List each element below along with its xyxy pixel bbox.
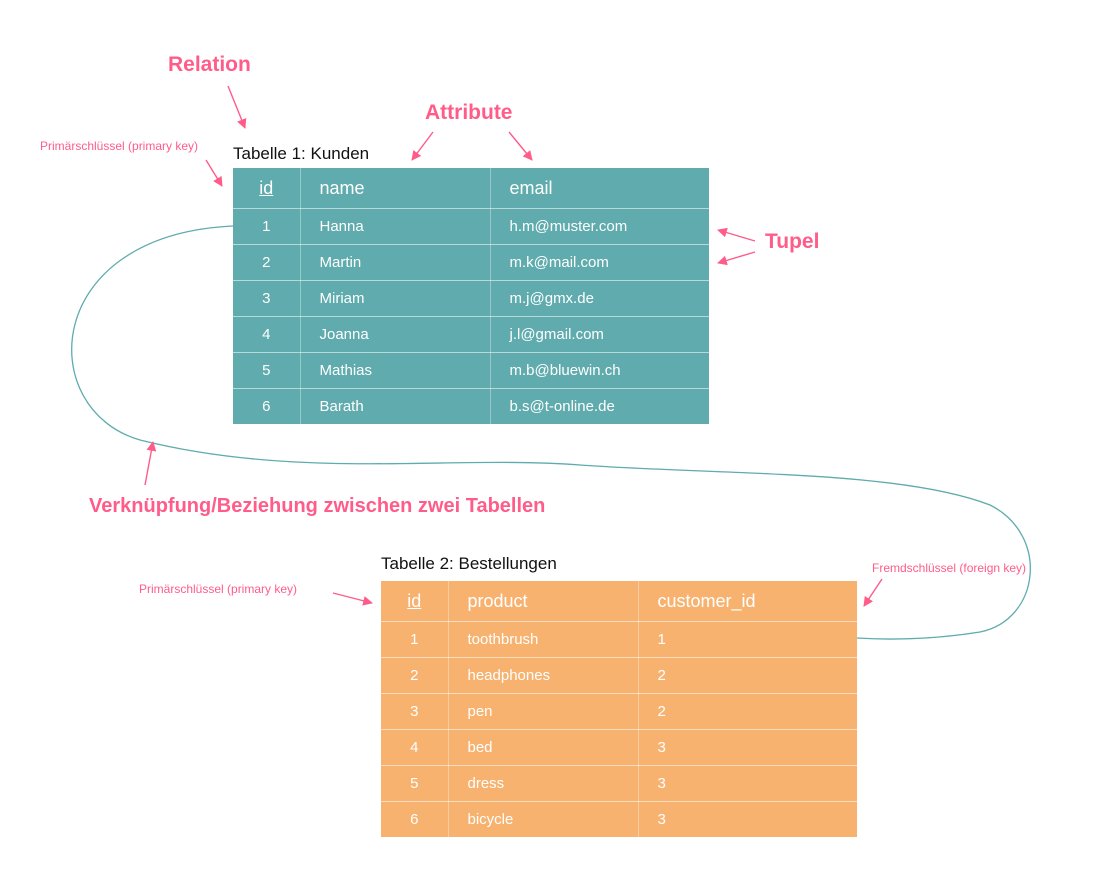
cell-product: bed xyxy=(448,729,639,766)
cell-customer-id: 2 xyxy=(638,693,857,730)
table-header-row: id name email xyxy=(233,168,709,209)
table-row: 1 Hanna h.m@muster.com xyxy=(233,208,709,245)
table2-title: Tabelle 2: Bestellungen xyxy=(381,554,557,573)
cell-id: 5 xyxy=(233,352,301,389)
table-row: 2 Martin m.k@mail.com xyxy=(233,244,709,281)
table-row: 1 toothbrush 1 xyxy=(381,621,857,658)
cell-name: Barath xyxy=(300,388,491,424)
table1-title: Tabelle 1: Kunden xyxy=(233,144,370,163)
cell-id: 4 xyxy=(381,729,449,766)
primary-key-arrow-2 xyxy=(332,592,373,606)
column-header-name: name xyxy=(300,168,491,209)
primary-key-label-1: Primärschlüssel (primary key) xyxy=(40,139,199,153)
cell-product: toothbrush xyxy=(448,621,639,658)
cell-name: Hanna xyxy=(300,208,491,245)
column-header-email: email xyxy=(490,168,709,209)
table-row: 6 bicycle 3 xyxy=(381,801,857,837)
cell-id: 1 xyxy=(381,621,449,658)
relation-arrow xyxy=(227,85,247,129)
cell-email: m.b@bluewin.ch xyxy=(490,352,709,389)
column-header-product: product xyxy=(448,581,639,622)
table-kunden: id name email 1 Hanna h.m@muster.com 2 M… xyxy=(233,168,709,424)
cell-email: b.s@t-online.de xyxy=(509,398,615,415)
cell-id: 4 xyxy=(233,316,301,353)
cell-customer-id: 3 xyxy=(657,811,666,828)
cell-customer-id: 3 xyxy=(638,729,857,766)
table-row: 4 bed 3 xyxy=(381,729,857,766)
tupel-arrow-upper xyxy=(717,227,756,242)
relationship-arrow xyxy=(144,441,157,486)
tupel-arrow-lower xyxy=(717,251,756,266)
table-row: 5 dress 3 xyxy=(381,765,857,802)
attribute-label: Attribute xyxy=(425,101,513,124)
cell-id: 5 xyxy=(381,765,449,802)
cell-id: 2 xyxy=(381,657,449,694)
cell-name: Martin xyxy=(300,244,491,281)
primary-key-header: id xyxy=(407,590,422,611)
cell-email: m.j@gmx.de xyxy=(490,280,709,317)
attribute-arrow-right xyxy=(508,131,533,161)
relationship-label: Verknüpfung/Beziehung zwischen zwei Tabe… xyxy=(89,495,546,517)
table-header-row: id product customer_id xyxy=(381,581,857,622)
cell-customer-id: 3 xyxy=(638,765,857,802)
column-header-id: id xyxy=(233,168,301,209)
cell-product: dress xyxy=(448,765,639,802)
cell-name: Miriam xyxy=(300,280,491,317)
cell-product: headphones xyxy=(448,657,639,694)
primary-key-label-2: Primärschlüssel (primary key) xyxy=(139,582,298,596)
table-row: 3 Miriam m.j@gmx.de xyxy=(233,280,709,317)
foreign-key-label: Fremdschlüssel (foreign key) xyxy=(872,561,1027,575)
cell-customer-id: 1 xyxy=(638,621,857,658)
cell-customer-id: 2 xyxy=(638,657,857,694)
primary-key-arrow-1 xyxy=(205,159,223,187)
cell-id: 1 xyxy=(233,208,301,245)
cell-id: 6 xyxy=(381,801,449,837)
cell-id: 6 xyxy=(233,388,301,424)
table-row: 2 headphones 2 xyxy=(381,657,857,694)
cell-email: m.k@mail.com xyxy=(490,244,709,281)
table-row: 5 Mathias m.b@bluewin.ch xyxy=(233,352,709,389)
foreign-key-arrow xyxy=(863,578,883,607)
relation-label: Relation xyxy=(168,53,251,76)
column-header-customer-id: customer_id xyxy=(638,581,857,622)
table-row: 6 Barath b.s@t-online.de xyxy=(233,388,709,424)
table-bestellungen: id product customer_id 1 toothbrush 1 2 … xyxy=(381,581,857,837)
cell-email: j.l@gmail.com xyxy=(490,316,709,353)
table-row: 3 pen 2 xyxy=(381,693,857,730)
primary-key-header: id xyxy=(259,177,274,198)
attribute-arrow-left xyxy=(411,131,434,161)
cell-product: bicycle xyxy=(448,801,639,837)
cell-id: 2 xyxy=(233,244,301,281)
cell-id: 3 xyxy=(233,280,301,317)
cell-product: pen xyxy=(448,693,639,730)
cell-email: h.m@muster.com xyxy=(490,208,709,245)
cell-name: Mathias xyxy=(300,352,491,389)
table-row: 4 Joanna j.l@gmail.com xyxy=(233,316,709,353)
cell-id: 3 xyxy=(381,693,449,730)
column-header-id: id xyxy=(381,581,449,622)
cell-name: Joanna xyxy=(300,316,491,353)
tupel-label: Tupel xyxy=(765,230,820,253)
